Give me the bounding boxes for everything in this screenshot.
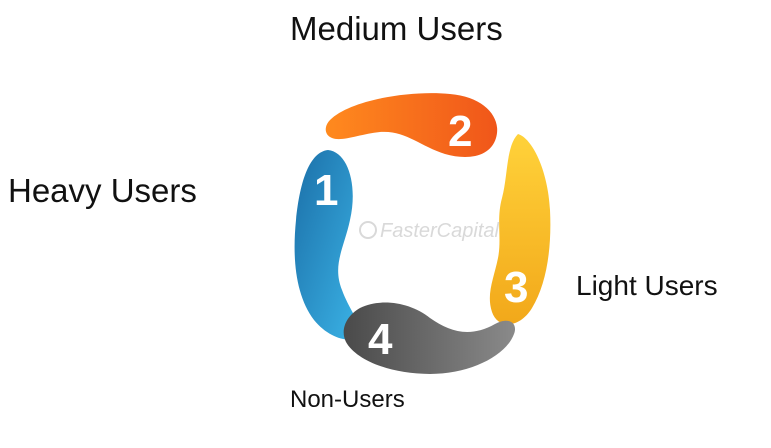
segment-4-shape (343, 302, 516, 374)
watermark-logo-icon (359, 221, 377, 239)
label-non-users: Non-Users (290, 386, 405, 413)
segment-3-number: 3 (504, 263, 528, 312)
segment-4: 4 (343, 302, 516, 374)
watermark-text: FasterCapital (380, 220, 499, 242)
segment-3: 3 (489, 134, 551, 325)
segment-1-shape (294, 150, 359, 340)
label-heavy-users: Heavy Users (8, 172, 197, 209)
segment-2-number: 2 (448, 107, 472, 156)
segment-1-number: 1 (314, 166, 338, 215)
watermark: FasterCapital (359, 220, 499, 242)
segment-3-shape (489, 134, 551, 325)
label-light-users: Light Users (576, 270, 718, 301)
segment-1: 1 (294, 150, 359, 340)
segment-2: 2 (325, 93, 498, 157)
label-medium-users: Medium Users (290, 10, 503, 47)
segment-4-number: 4 (368, 315, 393, 364)
cycle-diagram: 1 2 3 4 FasterCapital (294, 93, 551, 374)
segment-2-shape (325, 93, 498, 157)
